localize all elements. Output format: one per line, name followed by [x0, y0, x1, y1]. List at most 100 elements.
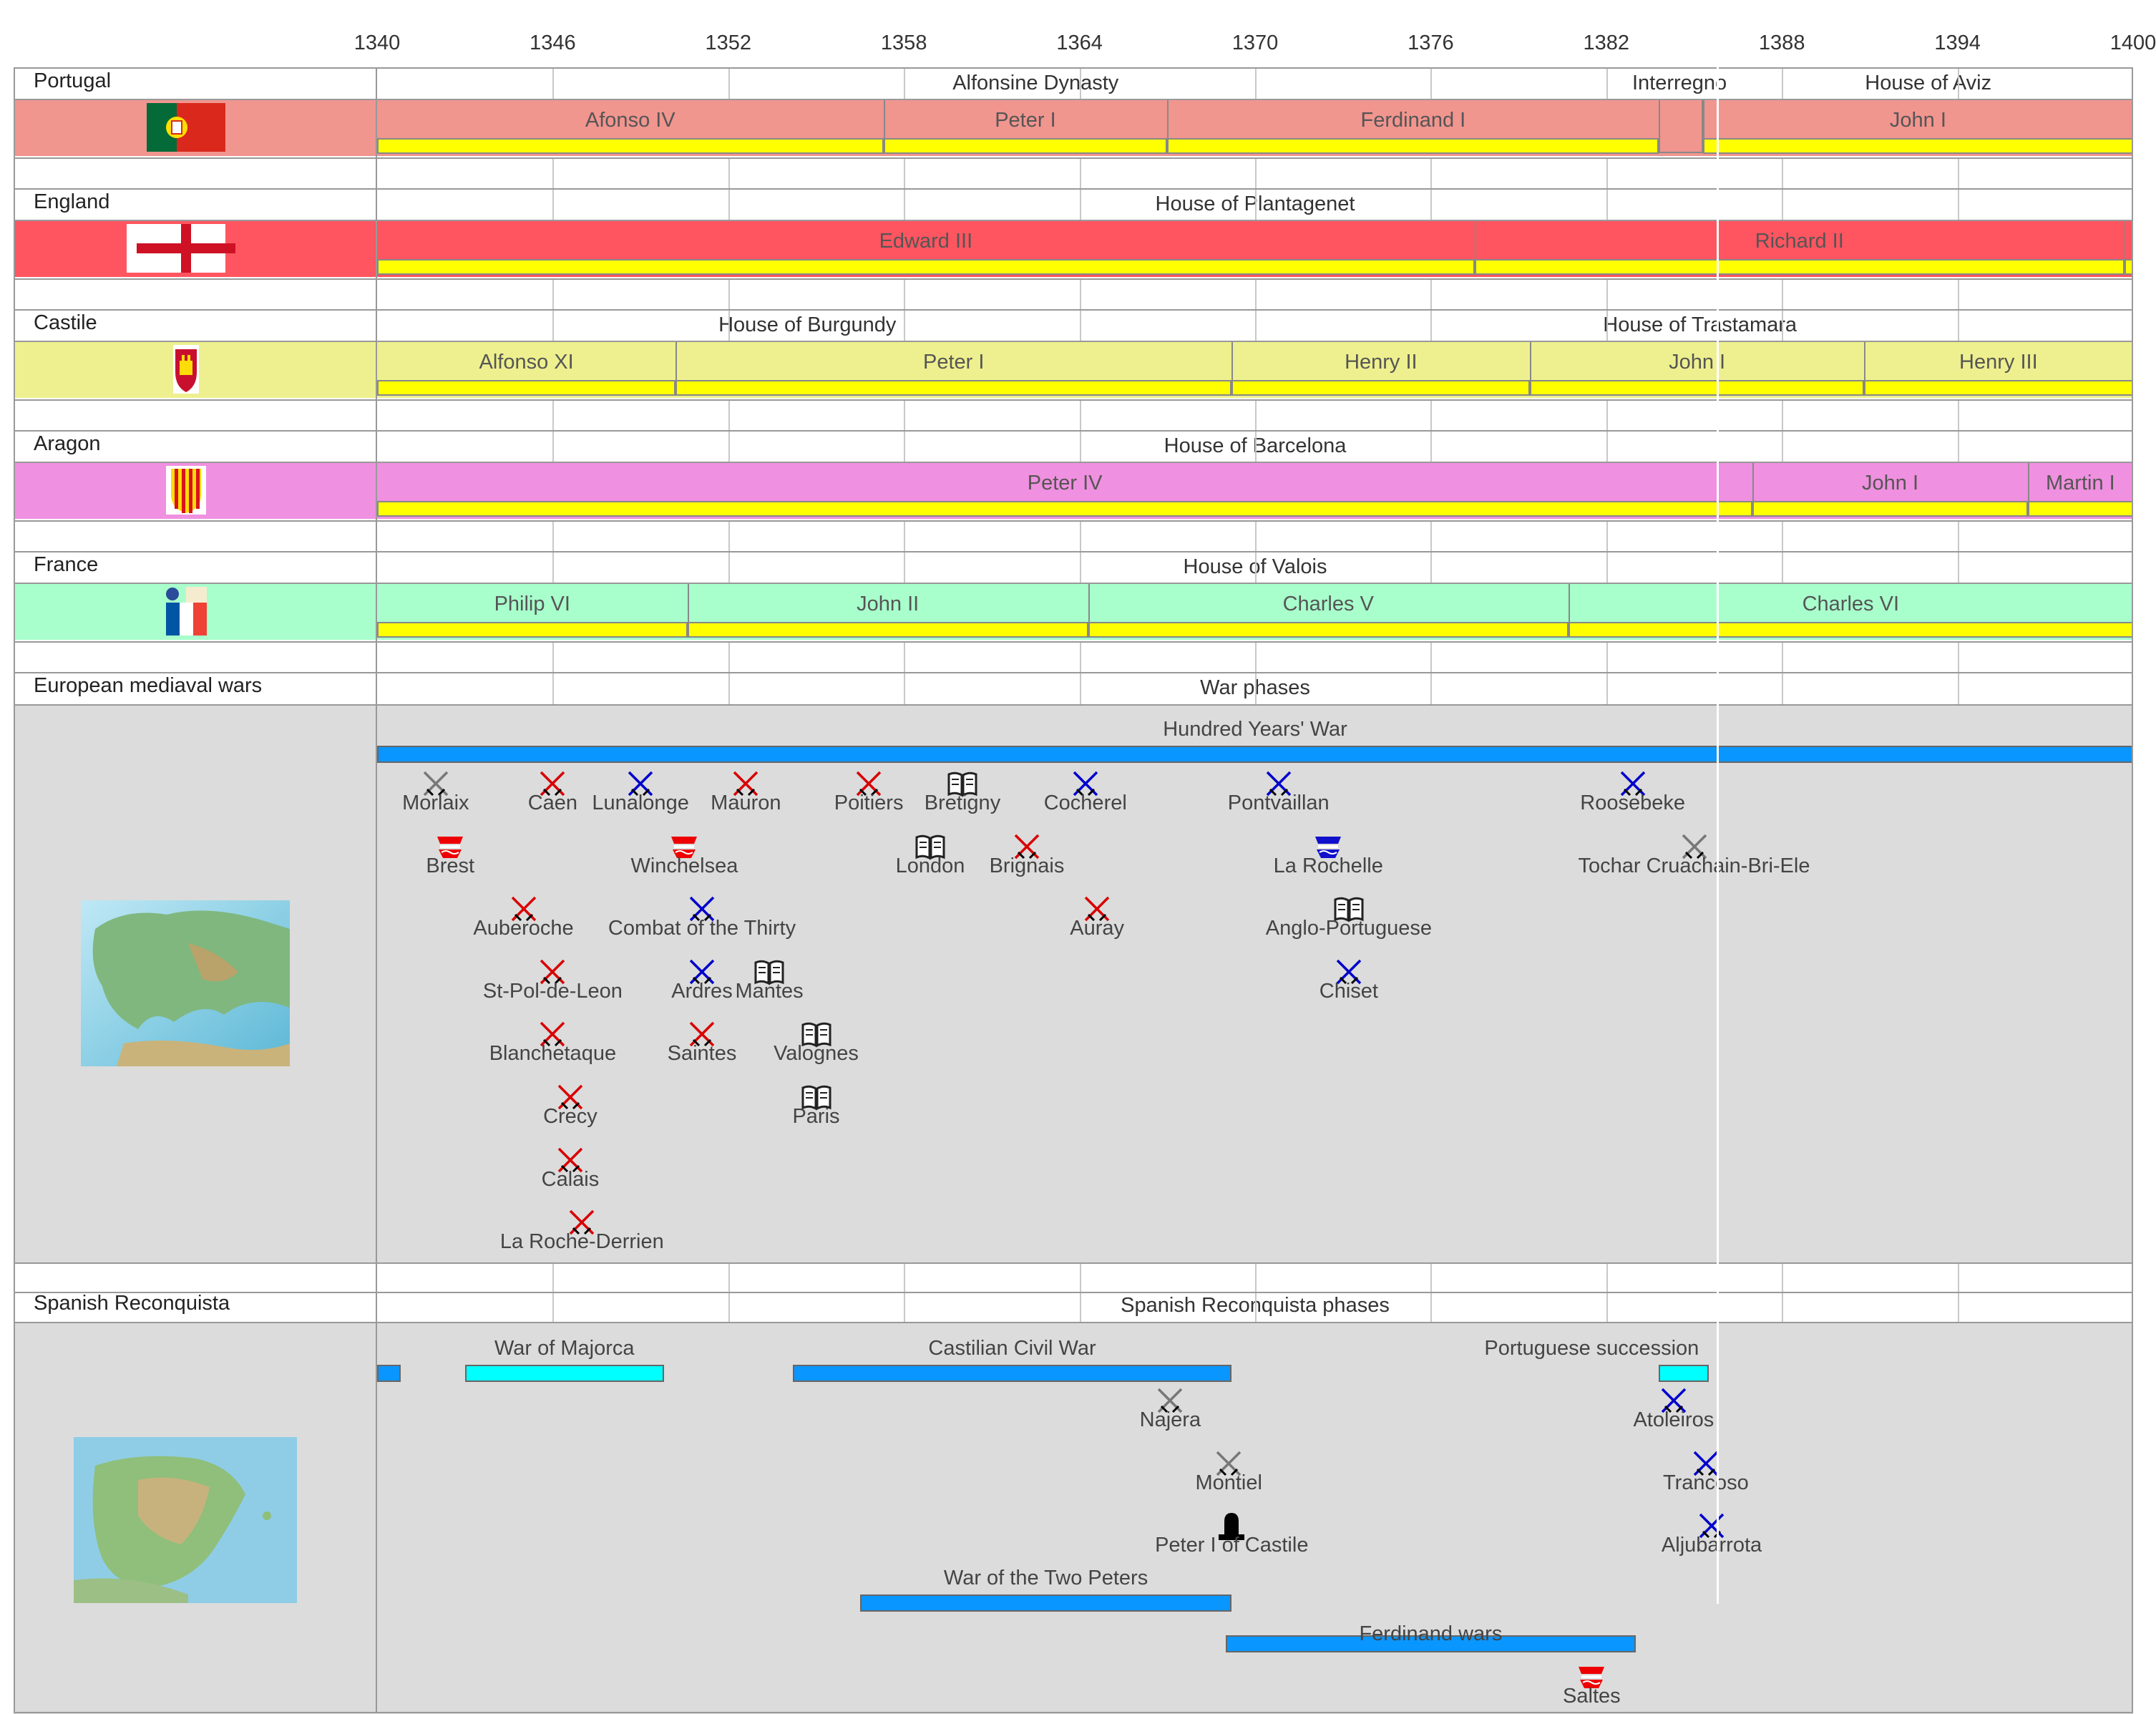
year-grid-line: [1430, 67, 1433, 99]
year-grid-line: [1957, 672, 1959, 704]
row-rule: [14, 278, 2133, 280]
year-grid-line: [1430, 278, 1433, 309]
reign-label: Afonso IV: [585, 109, 675, 132]
year-grid-line: [728, 1262, 730, 1292]
event-label: Saltes: [1563, 1685, 1621, 1708]
reign-label: Richard II: [1755, 230, 1844, 253]
row-rule: [14, 220, 2133, 221]
reconquista-area: [14, 1322, 2133, 1714]
reign-bar: [1167, 138, 1659, 154]
reconquista-bar-label: War of Majorca: [494, 1337, 635, 1360]
reign-bar: [1863, 380, 2133, 396]
axis-tick-label: 1388: [1758, 31, 1805, 54]
event-label: London: [895, 854, 965, 877]
reign-bar: [1752, 501, 2028, 517]
year-grid-line: [1782, 672, 1784, 704]
reign-label: Peter IV: [1027, 472, 1103, 495]
reign-bar: [1702, 138, 2133, 154]
year-grid-line: [1606, 430, 1608, 462]
year-grid-line: [552, 278, 555, 309]
year-grid-line: [728, 188, 730, 220]
year-grid-line: [904, 399, 906, 430]
year-grid-line: [1957, 67, 1959, 99]
event-label: St-Pol-de-Leon: [482, 979, 623, 1003]
reign-bar: [377, 622, 688, 638]
year-grid-line: [552, 399, 555, 430]
year-grid-line: [552, 1262, 555, 1292]
year-grid-line: [1957, 157, 1959, 188]
country-label: England: [34, 190, 110, 213]
event-label: Calais: [541, 1167, 600, 1191]
year-grid-line: [1255, 309, 1257, 341]
wars-row-label: European mediaval wars: [34, 674, 263, 697]
castile-coat-of-arms-icon: [147, 345, 225, 394]
reign-bar: [377, 501, 1753, 517]
reign-label: Henry III: [1959, 351, 2038, 374]
reign-bar: [675, 380, 1232, 396]
year-grid-line: [1782, 157, 1784, 188]
year-grid-line: [904, 551, 906, 583]
year-grid-line: [1079, 430, 1081, 462]
year-grid-line: [1606, 67, 1608, 99]
year-grid-line: [1255, 67, 1257, 99]
year-grid-line: [1079, 672, 1081, 704]
reconquista-bar: [1226, 1635, 1636, 1652]
hundred-years-war-bar: [377, 746, 2133, 763]
reign-label: Charles VI: [1802, 593, 1899, 615]
row-rule: [14, 309, 2133, 311]
year-grid-line: [1782, 1292, 1784, 1322]
dynasty-label: Alfonsine Dynasty: [952, 72, 1119, 94]
year-grid-line: [552, 157, 555, 188]
country-label: France: [34, 553, 99, 576]
year-grid-line: [1430, 309, 1433, 341]
event-label: Cocherel: [1043, 792, 1127, 814]
reign-bar: [2027, 501, 2133, 517]
year-grid-line: [552, 1292, 555, 1322]
year-grid-line: [552, 430, 555, 462]
axis-tick-label: 1352: [705, 31, 752, 54]
event-label: Peter I of Castile: [1155, 1534, 1309, 1557]
year-grid-line: [552, 641, 555, 672]
event-label: Valognes: [774, 1042, 859, 1066]
year-grid-line: [1957, 641, 1959, 672]
row-rule: [14, 462, 2133, 463]
reconquista-bar: [1659, 1365, 1709, 1382]
event-label: Anglo-Portuguese: [1265, 917, 1432, 940]
event-label: Trancoso: [1662, 1471, 1749, 1494]
year-grid-line: [1782, 188, 1784, 220]
hundred-years-war-label: Hundred Years' War: [1163, 718, 1347, 741]
year-grid-line: [1079, 1262, 1081, 1292]
year-grid-line: [1957, 399, 1959, 430]
reign-label: Edward III: [879, 230, 973, 253]
reign-bar: [883, 138, 1168, 154]
year-grid-line: [1430, 430, 1433, 462]
reign-divider: [1659, 99, 1661, 153]
year-grid-line: [1255, 430, 1257, 462]
event-label: Brest: [426, 854, 475, 877]
reign-divider: [675, 341, 678, 395]
year-grid-line: [728, 399, 730, 430]
event-label: Atoleiros: [1633, 1408, 1714, 1431]
year-grid-line: [728, 309, 730, 341]
iberia-map-icon: [74, 1437, 297, 1603]
year-grid-line: [1255, 672, 1257, 704]
reign-bar: [377, 259, 1475, 275]
year-grid-line: [1255, 1262, 1257, 1292]
year-grid-line: [904, 641, 906, 672]
year-grid-line: [728, 1292, 730, 1322]
year-grid-line: [1957, 430, 1959, 462]
axis-tick-label: 1376: [1408, 31, 1454, 54]
year-grid-line: [1606, 672, 1608, 704]
row-rule: [14, 551, 2133, 552]
reign-divider: [1863, 341, 1865, 395]
axis-tick-label: 1382: [1583, 31, 1630, 54]
reconquista-bar: [792, 1365, 1232, 1382]
year-grid-line: [1079, 520, 1081, 551]
reconquista-bar: [859, 1594, 1232, 1612]
row-rule: [14, 520, 2133, 522]
year-grid-line: [904, 188, 906, 220]
year-grid-line: [904, 672, 906, 704]
year-grid-line: [1255, 641, 1257, 672]
year-grid-line: [728, 520, 730, 551]
year-grid-line: [1957, 1292, 1959, 1322]
